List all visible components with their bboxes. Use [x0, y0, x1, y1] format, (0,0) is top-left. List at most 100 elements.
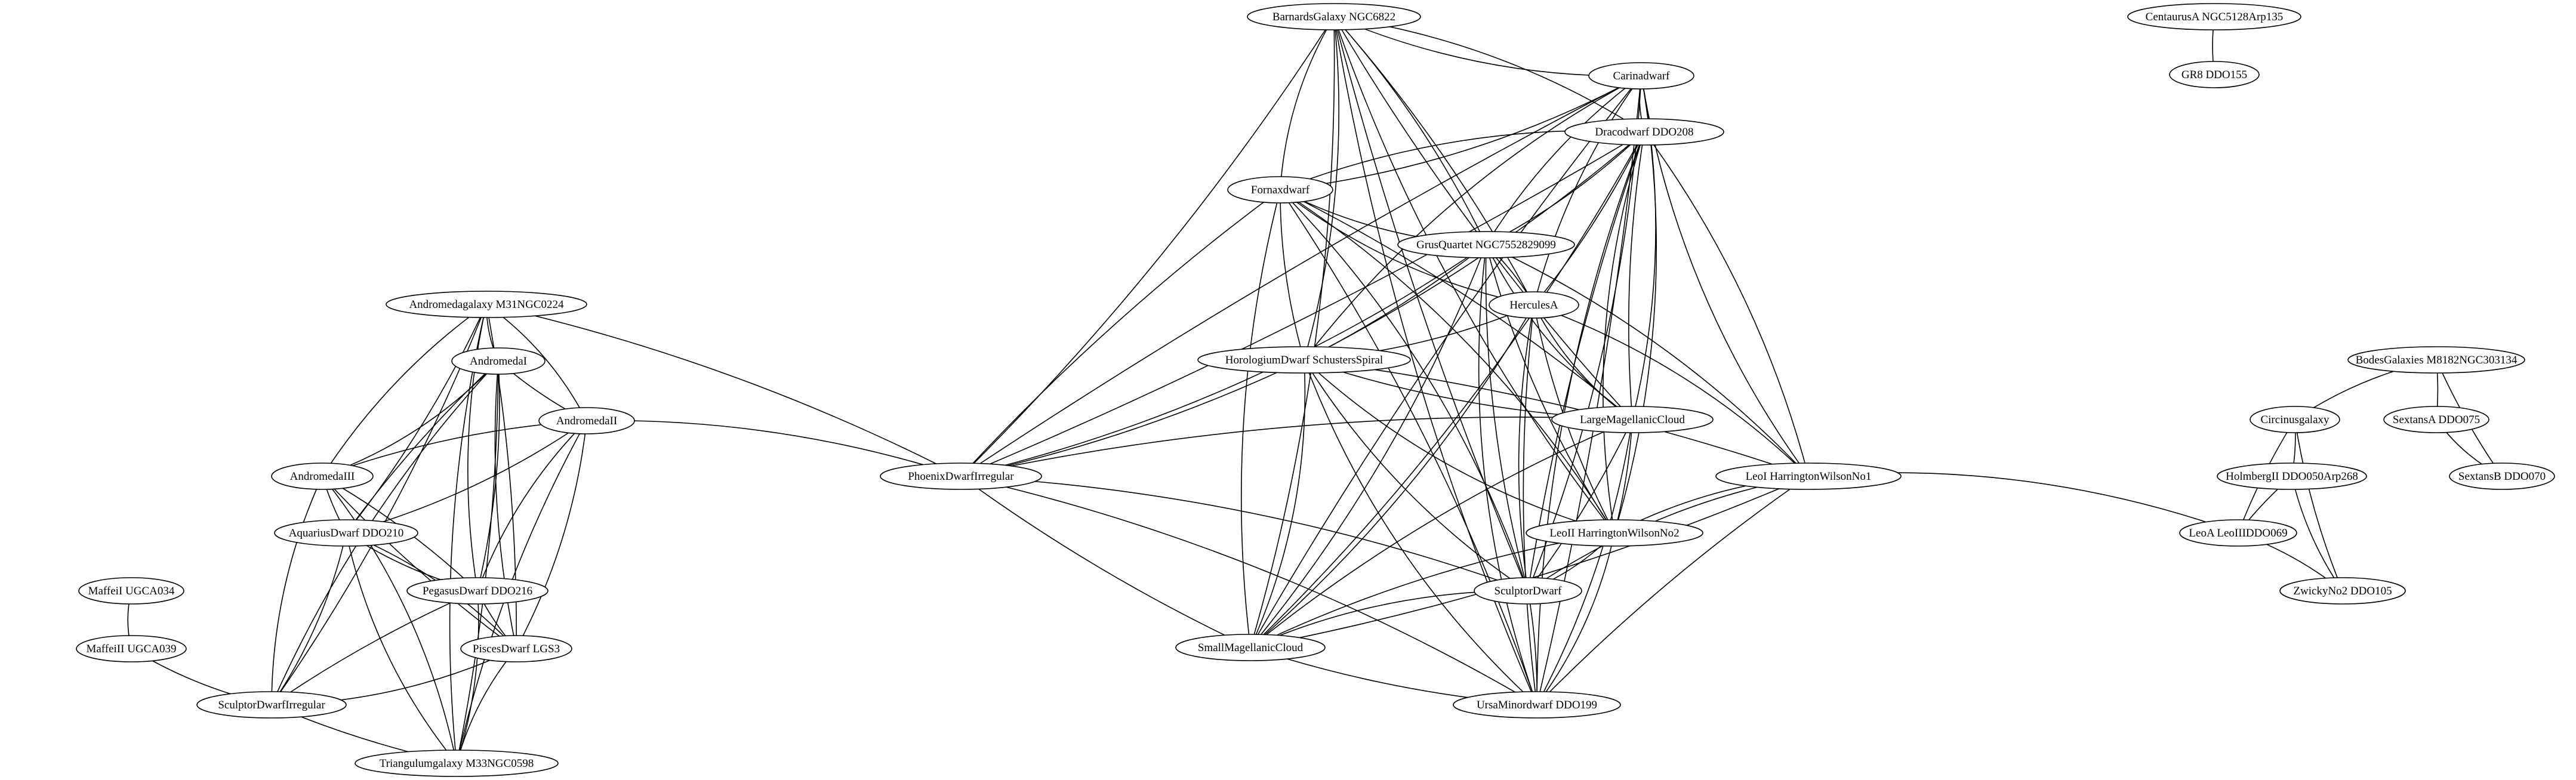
- node-ellipse: [386, 291, 587, 318]
- edge-grus-ursaminor: [1478, 244, 1537, 705]
- edge-grus-phoenix: [960, 244, 1487, 477]
- edge-sculptor-phoenix: [960, 476, 1529, 591]
- edge-fornax-hercules: [1280, 189, 1534, 306]
- edge-draco-smc: [1250, 131, 1645, 648]
- edge-hercules-ursaminor: [1523, 304, 1537, 705]
- node-ellipse: [1526, 519, 1703, 547]
- node-ellipse: [274, 519, 418, 547]
- edge-andromedagalaxy-andromedaiii: [322, 304, 487, 477]
- node-label: SmallMagellanicCloud: [1198, 642, 1304, 654]
- node-ellipse: [355, 750, 559, 777]
- edge-draco-leoii: [1603, 131, 1645, 534]
- node-label: ZwickyNo2 DDO105: [2293, 585, 2392, 597]
- node-andromedaii: AndromedaII: [538, 407, 635, 434]
- node-label: LargeMagellanicCloud: [1580, 414, 1685, 426]
- edge-horologium-leoii: [1304, 359, 1615, 534]
- node-ellipse: [2169, 61, 2260, 88]
- edge-leoi-smc: [1250, 476, 1809, 648]
- node-label: AndromedaII: [556, 415, 617, 427]
- node-ellipse: [1247, 3, 1421, 30]
- node-label: GR8 DDO155: [2181, 69, 2247, 81]
- edge-smc-phoenix: [960, 476, 1251, 648]
- node-lmc: LargeMagellanicCloud: [1551, 406, 1714, 433]
- edge-aquarius-triangulum: [346, 532, 457, 764]
- node-zwicky: ZwickyNo2 DDO105: [2279, 577, 2406, 605]
- edge-andromedai-aquarius: [346, 360, 499, 534]
- node-label: LeoII HarringtonWilsonNo2: [1549, 527, 1679, 539]
- edge-lmc-sculptor: [1527, 419, 1633, 591]
- node-ellipse: [2347, 346, 2525, 374]
- node-leoi: LeoI HarringtonWilsonNo1: [1715, 463, 1902, 490]
- node-label: AndromedaI: [470, 355, 527, 368]
- node-label: CentaurusA NGC5128Arp135: [2146, 11, 2284, 23]
- edge-andromedagalaxy-phoenix: [486, 304, 962, 477]
- node-triangulum: Triangulumgalaxy M33NGC0598: [355, 750, 559, 777]
- edge-fornax-horologium: [1280, 189, 1305, 360]
- node-horologium: HorologiumDwarf SchustersSpiral: [1197, 346, 1411, 374]
- node-ellipse: [460, 635, 572, 662]
- edge-holmberg-zwicky: [2291, 476, 2343, 591]
- node-carina: Carinadwarf: [1588, 62, 1694, 90]
- node-label: Circinusgalaxy: [2260, 414, 2330, 426]
- edge-carina-ursaminor: [1536, 75, 1642, 705]
- edge-lmc-ursaminor: [1536, 419, 1633, 705]
- node-ellipse: [1397, 231, 1575, 258]
- node-ellipse: [2250, 406, 2340, 433]
- node-label: LeoA LeoIIIDDO069: [2189, 527, 2287, 539]
- node-label: Fornaxdwarf: [1251, 184, 1310, 196]
- edge-andromedaiii-triangulum: [322, 476, 457, 764]
- edge-fornax-sculptor: [1280, 189, 1529, 591]
- edge-pisces-triangulum: [456, 648, 517, 764]
- edge-ursaminor-phoenix: [960, 476, 1537, 705]
- edge-hercules-leoi: [1533, 304, 1809, 477]
- node-ellipse: [880, 463, 1042, 490]
- edge-andromedai-triangulum: [456, 360, 499, 764]
- edge-horologium-smc: [1250, 359, 1306, 648]
- node-ellipse: [1715, 463, 1902, 490]
- edge-barnards-smc: [1250, 16, 1335, 648]
- node-ellipse: [1588, 62, 1694, 90]
- node-maffeii: MaffeiI UGCA034: [78, 577, 184, 605]
- edge-andromedaii-pisces: [516, 420, 587, 649]
- edge-pegasus-sculptorirr: [271, 590, 478, 705]
- node-ellipse: [1551, 406, 1714, 433]
- edge-leoi-ursaminor: [1536, 476, 1809, 705]
- node-label: SculptorDwarfIrregular: [218, 699, 325, 711]
- edge-barnards-leoii: [1333, 16, 1615, 534]
- edge-carina-grus: [1486, 75, 1642, 245]
- node-label: SculptorDwarf: [1495, 585, 1563, 597]
- edge-andromedaii-pegasus: [477, 420, 587, 591]
- node-label: SextansA DDO075: [2393, 414, 2480, 426]
- node-ellipse: [196, 691, 347, 719]
- edge-fornax-lmc: [1280, 189, 1633, 420]
- edge-andromedai-andromedaiii: [322, 360, 499, 477]
- edge-andromedaii-phoenix: [586, 420, 962, 477]
- edge-andromedagalaxy-aquarius: [346, 304, 487, 534]
- node-label: AndromedaIII: [290, 470, 355, 483]
- edge-draco-lmc: [1628, 131, 1645, 420]
- node-circinus: Circinusgalaxy: [2250, 406, 2340, 433]
- node-grus: GrusQuartet NGC7552829099: [1397, 231, 1575, 258]
- edge-carina-hercules: [1533, 75, 1642, 306]
- node-pegasus: PegasusDwarf DDO216: [406, 577, 549, 605]
- node-ellipse: [1453, 691, 1621, 719]
- edge-barnards-fornax: [1280, 16, 1335, 190]
- edge-grus-sculptor: [1485, 244, 1529, 591]
- node-gr8: GR8 DDO155: [2169, 61, 2260, 88]
- edge-leoii-ursaminor: [1536, 532, 1615, 705]
- edge-draco-leoi: [1644, 131, 1809, 477]
- node-label: Carinadwarf: [1613, 70, 1671, 82]
- edge-barnards-lmc: [1333, 16, 1633, 420]
- node-label: LeoI HarringtonWilsonNo1: [1746, 470, 1872, 483]
- node-aquarius: AquariusDwarf DDO210: [274, 519, 418, 547]
- node-ellipse: [271, 463, 374, 490]
- edge-draco-hercules: [1533, 131, 1645, 306]
- node-label: HorologiumDwarf SchustersSpiral: [1225, 354, 1383, 366]
- node-bodes: BodesGalaxies M8182NGC303134: [2347, 346, 2525, 374]
- edge-andromedaiii-sculptorirr: [271, 476, 323, 705]
- node-label: BodesGalaxies M8182NGC303134: [2356, 354, 2518, 366]
- edge-aquarius-sculptorirr: [271, 532, 347, 705]
- edge-hercules-sculptor: [1518, 304, 1534, 591]
- node-andromedai: AndromedaI: [451, 347, 546, 375]
- node-ellipse: [2383, 406, 2489, 433]
